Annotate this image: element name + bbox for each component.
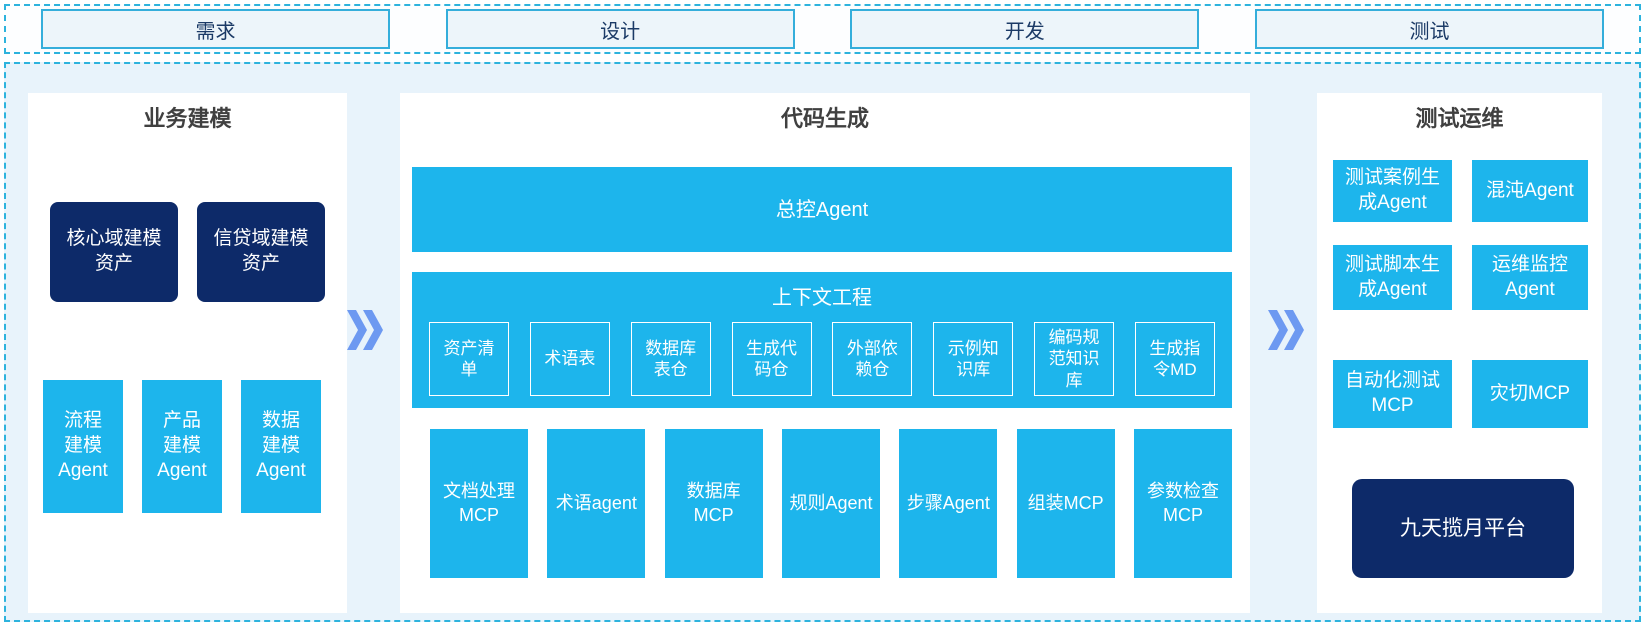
panel-title-business-modeling: 业务建模 bbox=[143, 106, 232, 131]
panel-test-ops: 测试运维 测试案例生成Agent 混沌Agent 测试脚本生成Agent 运维监… bbox=[1317, 93, 1602, 613]
panel-title-test-ops: 测试运维 bbox=[1415, 106, 1504, 131]
rule-agent: 规则Agent bbox=[781, 429, 880, 578]
chaos-agent: 混沌Agent bbox=[1472, 160, 1588, 222]
param-check-mcp: 参数检查MCP bbox=[1133, 429, 1232, 578]
context-item-coding-standard-kb: 编码规范知识库 bbox=[1034, 322, 1115, 396]
automated-test-mcp: 自动化测试MCP bbox=[1333, 360, 1452, 428]
phase-requirements: 需求 bbox=[41, 9, 390, 49]
panel-business-modeling: 业务建模 核心域建模资产 信贷域建模资产 流程建模Agent 产品建模Agent… bbox=[28, 93, 347, 613]
asset-box-row: 核心域建模资产 信贷域建模资产 bbox=[50, 202, 325, 302]
context-item-instruction-md: 生成指令MD bbox=[1134, 322, 1215, 396]
process-modeling-agent: 流程建模Agent bbox=[43, 380, 123, 513]
double-chevron-icon bbox=[1268, 310, 1304, 350]
context-engineering-box: 上下文工程 资产清单 术语表 数据库表仓 生成代码仓 外部依赖仓 示例知识库 编… bbox=[412, 272, 1232, 408]
step-agent: 步骤Agent bbox=[899, 429, 998, 578]
phase-strip: 需求 设计 开发 测试 bbox=[4, 4, 1641, 54]
context-item-row: 资产清单 术语表 数据库表仓 生成代码仓 外部依赖仓 示例知识库 编码规范知识库… bbox=[429, 322, 1215, 396]
ops-monitoring-agent: 运维监控Agent bbox=[1472, 245, 1588, 310]
assembly-mcp: 组装MCP bbox=[1016, 429, 1115, 578]
panel-title-code-generation: 代码生成 bbox=[780, 106, 869, 131]
context-item-asset-list: 资产清单 bbox=[429, 322, 509, 396]
modeling-agent-row: 流程建模Agent 产品建模Agent 数据建模Agent bbox=[43, 380, 321, 513]
main-container: 业务建模 核心域建模资产 信贷域建模资产 流程建模Agent 产品建模Agent… bbox=[4, 62, 1641, 622]
context-engineering-title: 上下文工程 bbox=[772, 287, 872, 309]
phase-design: 设计 bbox=[445, 9, 795, 49]
context-item-external-deps-repo: 外部依赖仓 bbox=[832, 322, 913, 396]
context-item-generated-code-repo: 生成代码仓 bbox=[731, 322, 812, 396]
panel-code-generation: 代码生成 总控Agent 上下文工程 资产清单 术语表 数据库表仓 生成代码仓 … bbox=[400, 93, 1250, 613]
context-item-db-table-repo: 数据库表仓 bbox=[630, 322, 711, 396]
database-mcp: 数据库MCP bbox=[664, 429, 763, 578]
phase-testing: 测试 bbox=[1254, 9, 1604, 49]
jiutian-lanyue-platform: 九天揽月平台 bbox=[1352, 479, 1574, 578]
asset-core-domain: 核心域建模资产 bbox=[50, 202, 178, 302]
disaster-switch-mcp: 灾切MCP bbox=[1472, 360, 1588, 428]
master-control-agent: 总控Agent bbox=[412, 167, 1232, 252]
product-modeling-agent: 产品建模Agent bbox=[142, 380, 222, 513]
context-item-example-kb: 示例知识库 bbox=[933, 322, 1014, 396]
tool-box-row: 文档处理MCP 术语agent 数据库MCP 规则Agent 步骤Agent 组… bbox=[430, 429, 1232, 578]
test-script-gen-agent: 测试脚本生成Agent bbox=[1333, 245, 1452, 310]
asset-credit-domain: 信贷域建模资产 bbox=[197, 202, 325, 302]
phase-development: 开发 bbox=[850, 9, 1200, 49]
data-modeling-agent: 数据建模Agent bbox=[241, 380, 321, 513]
doc-processing-mcp: 文档处理MCP bbox=[430, 429, 528, 578]
test-case-gen-agent: 测试案例生成Agent bbox=[1333, 160, 1452, 222]
context-item-glossary: 术语表 bbox=[529, 322, 610, 396]
double-chevron-icon bbox=[347, 310, 383, 350]
terminology-agent: 术语agent bbox=[547, 429, 646, 578]
